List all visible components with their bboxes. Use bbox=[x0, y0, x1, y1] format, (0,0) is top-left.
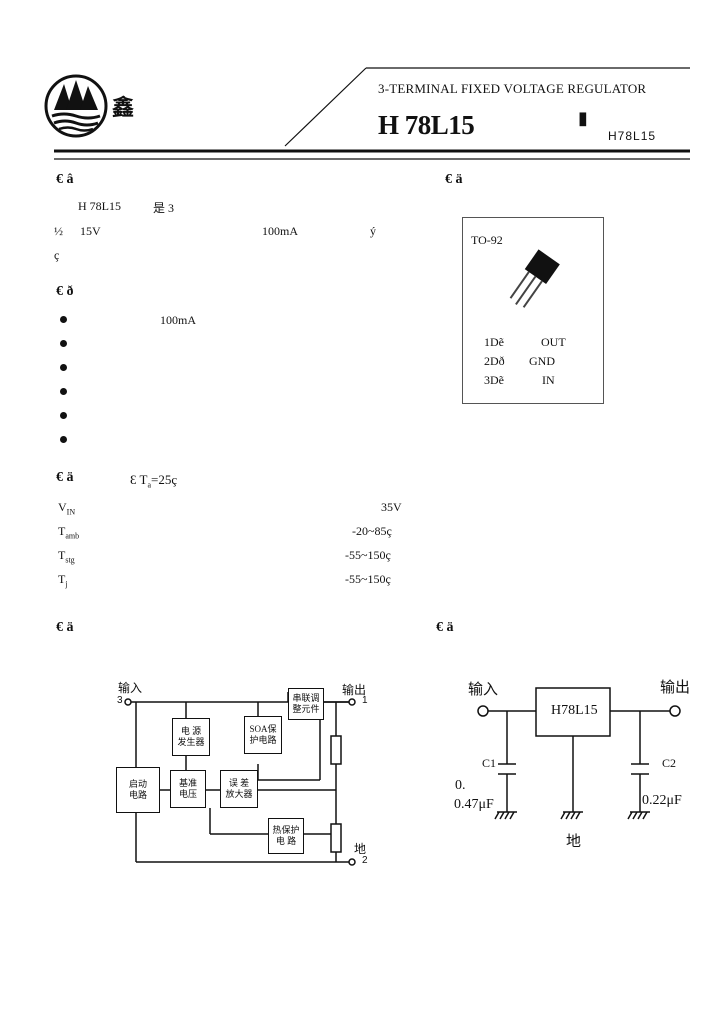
app-c2-value: 0.22μF bbox=[642, 793, 682, 808]
part-number-small: H78L15 bbox=[608, 129, 657, 143]
rating-value-tstg: -55~150ç bbox=[345, 548, 391, 562]
app-c1-value-a: 0. bbox=[455, 778, 466, 793]
pin1-num: 1D bbox=[484, 335, 499, 349]
app-c1-value-b: 0.47μF bbox=[454, 797, 494, 812]
part-number-title: H 78L15 bbox=[378, 110, 475, 140]
bd-ground-label: 地 bbox=[354, 842, 367, 856]
pin2-mark: ð bbox=[498, 354, 505, 368]
pin2-name: GND bbox=[529, 354, 555, 368]
description-line2-end: ý bbox=[370, 224, 376, 238]
rating-value-vin: 35V bbox=[381, 500, 402, 514]
package-label: TO-92 bbox=[471, 233, 503, 247]
app-c2-label: C2 bbox=[662, 756, 677, 770]
feature-bullet-4 bbox=[60, 388, 67, 395]
pin2-num: 2D bbox=[484, 354, 499, 368]
app-circuit-heading: € ä bbox=[436, 620, 454, 635]
rating-row-vin: VIN bbox=[58, 500, 75, 516]
feature-bullet-3 bbox=[60, 364, 67, 371]
rating-symbol: V bbox=[58, 500, 67, 514]
block-reference: 基准 电压 bbox=[170, 770, 206, 808]
description-line2-b: 15V bbox=[80, 224, 101, 238]
bd-output-label: 输出 bbox=[342, 683, 367, 697]
document-title: 3-TERMINAL FIXED VOLTAGE REGULATOR bbox=[378, 81, 647, 96]
feature-bullet-2 bbox=[60, 340, 67, 347]
block-series-pass: 串联调 整元件 bbox=[288, 688, 324, 720]
block-diagram-heading: € ä bbox=[56, 620, 74, 635]
pin3-num: 3D bbox=[484, 373, 499, 387]
to92-package-drawing bbox=[509, 249, 560, 308]
header-lines bbox=[54, 67, 690, 160]
logo-text: 鑫 bbox=[112, 95, 135, 120]
bd-input-pin: 3 bbox=[117, 695, 123, 706]
block-thermal-protection: 热保护 电 路 bbox=[268, 818, 304, 854]
company-logo bbox=[44, 74, 108, 138]
rating-symbol: T bbox=[58, 548, 66, 562]
rating-subscript: stg bbox=[65, 555, 75, 565]
block-startup-circuit: 启动 电路 bbox=[116, 767, 160, 813]
description-line2-a: ½ bbox=[54, 224, 63, 238]
features-heading: € ð bbox=[56, 284, 74, 299]
description-line2-c: 100mA bbox=[262, 224, 298, 238]
rating-symbol: T bbox=[58, 572, 66, 586]
bd-output-pin: 1 bbox=[362, 695, 368, 706]
app-ic-label: H78L15 bbox=[551, 703, 598, 718]
app-ground-label: 地 bbox=[566, 834, 582, 850]
pin1-mark: ẽ bbox=[498, 335, 504, 349]
part-mark: ▮ bbox=[578, 108, 588, 128]
pin3-name: IN bbox=[542, 373, 555, 387]
rating-subscript: IN bbox=[66, 507, 76, 517]
rating-subscript: amb bbox=[65, 531, 80, 541]
app-output-label: 输出 bbox=[660, 680, 691, 696]
condition-sub: a bbox=[147, 480, 152, 490]
package-heading: € ä bbox=[445, 172, 463, 187]
feature-item-1: 100mA bbox=[160, 313, 196, 327]
rating-row-tamb: Tamb bbox=[58, 524, 79, 540]
rating-value-tamb: -20~85ç bbox=[352, 524, 392, 538]
feature-bullet-1 bbox=[60, 316, 67, 323]
feature-bullet-5 bbox=[60, 412, 67, 419]
block-error-amplifier: 误 差 放大器 bbox=[220, 770, 258, 808]
pin3-label: 3Dẽ bbox=[484, 373, 504, 388]
block-soa-protection: SOA保 护电路 bbox=[244, 716, 282, 754]
ratings-heading: € ä bbox=[56, 470, 74, 485]
app-c1-label: C1 bbox=[482, 756, 497, 770]
logo-emblem bbox=[44, 74, 108, 138]
app-input-label: 输入 bbox=[468, 682, 499, 698]
pin1-name: OUT bbox=[541, 335, 566, 349]
package-box bbox=[462, 217, 604, 404]
block-bandgap: 电 源 发生器 bbox=[172, 718, 210, 756]
condition-value: =25ç bbox=[151, 472, 178, 487]
pin1-label: 1Dẽ bbox=[484, 335, 504, 350]
rating-value-tj: -55~150ç bbox=[345, 572, 391, 586]
rating-symbol: T bbox=[58, 524, 66, 538]
rating-row-tstg: Tstg bbox=[58, 548, 75, 564]
rating-row-tj: Tj bbox=[58, 572, 68, 588]
description-line3: ç bbox=[54, 248, 60, 262]
condition-label: Ɛ T bbox=[130, 472, 148, 487]
bd-input-label: 输入 bbox=[118, 681, 143, 695]
rating-subscript: j bbox=[65, 579, 68, 589]
ratings-condition: Ɛ Ta=25ç bbox=[130, 472, 177, 490]
description-heading: € â bbox=[56, 172, 74, 187]
description-line1-prefix: H 78L15 bbox=[78, 199, 121, 213]
pin3-mark: ẽ bbox=[498, 373, 504, 387]
description-line1-rest: 是 3 bbox=[153, 201, 175, 215]
bd-ground-pin: 2 bbox=[362, 855, 368, 866]
feature-bullet-6 bbox=[60, 436, 67, 443]
pin2-label: 2Dð bbox=[484, 354, 505, 369]
